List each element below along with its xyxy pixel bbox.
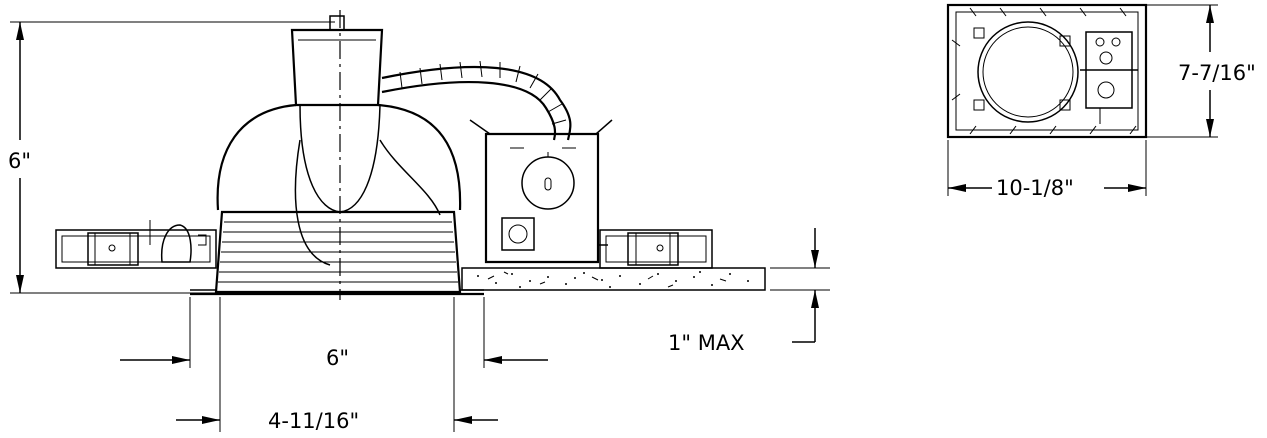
ceiling-board [461,267,766,291]
flex-conduit [381,60,572,141]
plan-width-dimension: 10-1/8" [947,140,1147,200]
trim-dimension: 4-11/16" [176,297,498,433]
plan-width-label: 10-1/8" [996,176,1074,200]
reflector-housing [190,10,484,300]
aperture-label: 6" [326,346,349,370]
height-label: 6" [8,149,31,173]
left-mounting-bracket [55,220,217,269]
junction-box [469,119,613,264]
right-mounting-bracket [599,229,713,269]
height-dimension: 6" [8,21,335,294]
trim-label: 4-11/16" [268,409,359,433]
aperture-dimension: 6" [120,297,548,370]
plan-height-dimension: 7-7/16" [1146,4,1256,138]
ceiling-dimension: 1" MAX [668,228,830,355]
plan-height-label: 7-7/16" [1178,61,1256,85]
ceiling-label: 1" MAX [668,331,745,355]
plan-view [946,3,1148,139]
